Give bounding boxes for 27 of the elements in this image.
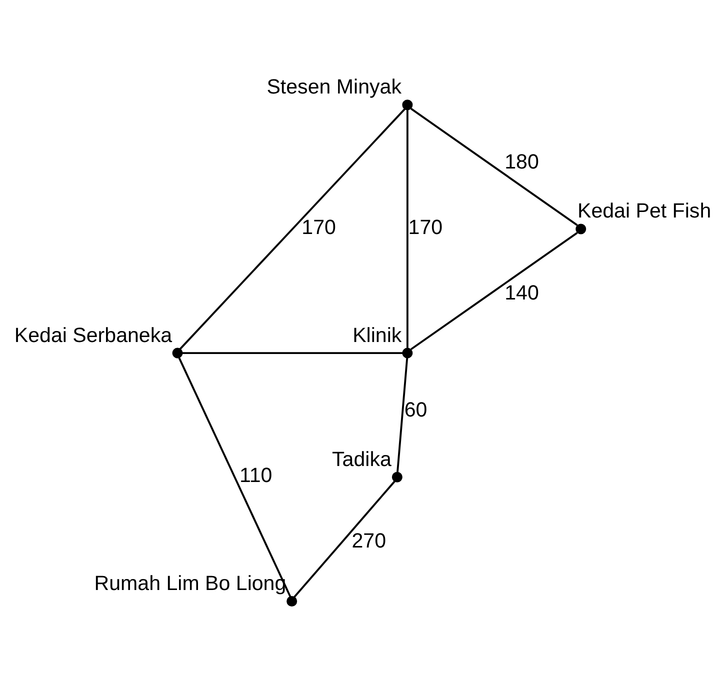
node-label: Kedai Pet Fish xyxy=(578,200,712,223)
connector xyxy=(406,110,408,348)
connector xyxy=(410,108,578,226)
connector xyxy=(179,108,406,350)
node-label: Tadika xyxy=(332,448,392,471)
node-circle xyxy=(286,596,298,606)
edge-label: 140 xyxy=(504,281,539,304)
edge-label: 110 xyxy=(239,464,272,488)
connector xyxy=(294,480,396,598)
connector xyxy=(182,352,403,354)
edge-label: 60 xyxy=(404,398,428,422)
node-circle xyxy=(392,472,402,482)
node-label: Stesen Minyak xyxy=(266,76,402,99)
connector xyxy=(178,357,292,597)
node-label: Klinik xyxy=(352,324,402,347)
node-circle xyxy=(402,348,413,358)
edge-label: 270 xyxy=(352,530,386,553)
connector xyxy=(410,232,578,350)
node-circle xyxy=(172,348,183,358)
node-circle xyxy=(402,100,413,110)
edge-label: 180 xyxy=(504,150,539,174)
node-circle xyxy=(576,224,586,234)
connector xyxy=(396,358,408,472)
node-label: Kedai Serbaneka xyxy=(14,324,172,347)
edge-label: 170 xyxy=(302,216,336,239)
edge-label: 170 xyxy=(408,216,443,239)
node-label: Rumah Lim Bo Liong xyxy=(94,572,286,595)
